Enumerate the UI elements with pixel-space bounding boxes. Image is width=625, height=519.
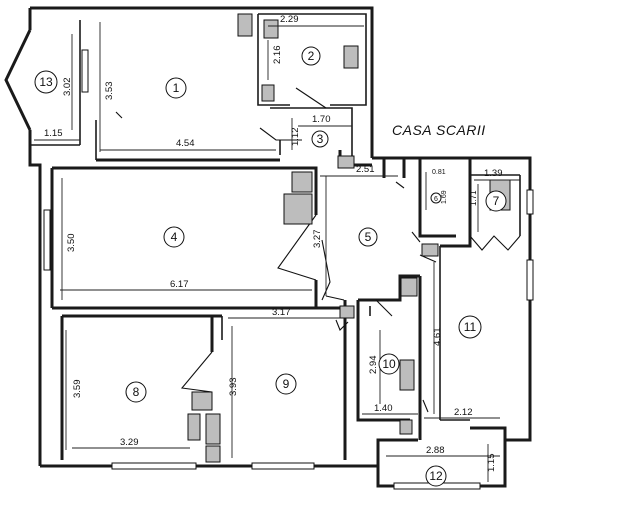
- dim-4-54: 4.54: [176, 138, 195, 149]
- svg-text:5: 5: [365, 230, 372, 244]
- svg-text:11: 11: [464, 320, 477, 334]
- room-4-marker: 4: [163, 226, 185, 248]
- window-room-4: [43, 209, 51, 271]
- window-room-7: [526, 189, 534, 215]
- svg-text:6: 6: [434, 196, 438, 203]
- dim-2-29: 2.29: [280, 14, 299, 25]
- dim-2-16: 2.16: [272, 46, 283, 65]
- dim-2-12: 2.12: [454, 407, 473, 418]
- svg-text:13: 13: [39, 75, 53, 89]
- room-3-marker: 3: [311, 130, 329, 148]
- window-room-8: [111, 462, 197, 470]
- room-12-marker: 12: [425, 465, 447, 487]
- hatched-elements: [187, 13, 511, 463]
- dim-3-59: 3.59: [72, 380, 83, 399]
- windows: [43, 49, 534, 490]
- svg-text:7: 7: [493, 194, 500, 208]
- room-13-marker: 13: [34, 70, 58, 94]
- dim-3-29: 3.29: [120, 437, 139, 448]
- interior-walls: [30, 13, 521, 460]
- dim-1-15-room-12: 1.15: [486, 454, 497, 473]
- dim-0-81: 0.81: [432, 169, 446, 176]
- room-1-marker: 1: [165, 77, 187, 99]
- doors: [115, 87, 437, 413]
- dim-4-61: 4.61: [432, 328, 443, 347]
- dim-3-17: 3.17: [272, 307, 291, 318]
- window-room-13: [81, 49, 89, 93]
- dim-6-17: 6.17: [170, 279, 189, 290]
- dim-1-71: 1.71: [469, 190, 478, 206]
- room-numbers: 1 2 3 4 5 6 7 8: [34, 46, 507, 487]
- svg-text:1: 1: [173, 81, 180, 95]
- dim-1-69: 1.69: [441, 190, 448, 204]
- dim-1-70: 1.70: [312, 114, 331, 125]
- dim-1-12: 1.12: [290, 128, 301, 147]
- dim-3-53: 3.53: [104, 82, 115, 101]
- dim-3-50: 3.50: [66, 234, 77, 253]
- window-room-9: [251, 462, 315, 470]
- svg-text:4: 4: [171, 230, 178, 244]
- dimension-labels: 2.29 2.16 3.53 3.02 1.15 1.70 1.12 4.54 …: [44, 14, 503, 472]
- svg-text:12: 12: [429, 469, 443, 483]
- dim-3-27: 3.27: [312, 230, 323, 249]
- dim-3-93: 3.93: [228, 378, 239, 397]
- room-9-marker: 9: [275, 373, 297, 395]
- room-2-marker: 2: [301, 46, 321, 66]
- dim-3-02: 3.02: [62, 78, 73, 97]
- dimension-lines: [34, 22, 520, 482]
- room-6-marker: 6: [430, 192, 442, 204]
- room-11-marker: 11: [458, 315, 482, 339]
- svg-text:9: 9: [283, 377, 290, 391]
- svg-text:10: 10: [382, 357, 396, 371]
- window-room-11: [526, 259, 534, 301]
- stair-label: CASA SCARII: [392, 122, 486, 138]
- dim-2-94: 2.94: [368, 356, 379, 375]
- dim-2-51: 2.51: [356, 164, 375, 175]
- room-7-marker: 7: [485, 190, 507, 212]
- svg-text:2: 2: [308, 49, 315, 63]
- room-5-marker: 5: [358, 227, 378, 247]
- dim-2-88: 2.88: [426, 445, 445, 456]
- room-8-marker: 8: [125, 381, 147, 403]
- room-10-marker: 10: [378, 353, 400, 375]
- dim-1-15-room-13: 1.15: [44, 128, 63, 139]
- svg-text:8: 8: [133, 385, 140, 399]
- svg-text:3: 3: [317, 132, 324, 146]
- dim-1-39: 1.39: [484, 168, 503, 179]
- dim-1-40: 1.40: [374, 403, 393, 414]
